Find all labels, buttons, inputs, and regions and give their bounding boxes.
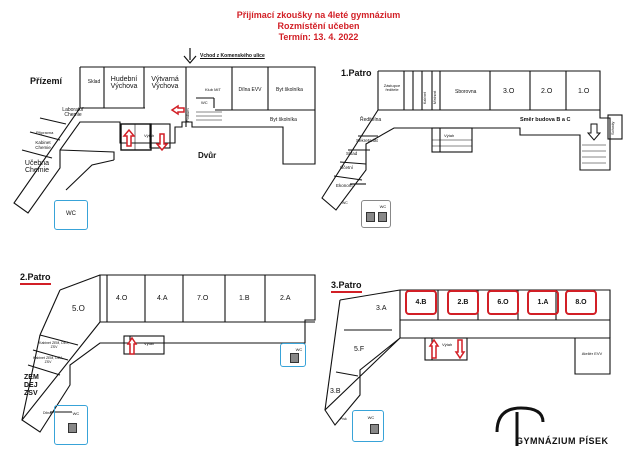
logo-text: GYMNÁZIUM PÍSEK [516, 436, 609, 446]
room-vytah-ground: Výtah [144, 133, 155, 138]
room-hudebni-vychova: Hudební Výchova [110, 76, 138, 91]
room-6o: 6.O [487, 290, 519, 315]
room-pripravna: Přípravna [36, 130, 54, 135]
room-zastupce-reditele: Zástupce ředitele [383, 83, 401, 93]
direction-label: Směr budova B a C [520, 117, 571, 123]
wc-first-label: WC [379, 204, 387, 209]
room-stairs-first: Schody [610, 121, 615, 135]
room-2o: 2.O [541, 88, 553, 95]
room-reditelna: Ředitelna [360, 117, 382, 123]
room-zem-dej-zsv: ZEM DEJ ZSV [24, 374, 39, 398]
room-4a: 4.A [157, 295, 168, 302]
room-klub-mit: Klub MiT [205, 87, 221, 92]
wc-second-left-label: WC [72, 411, 80, 416]
room-laborator-chemie: Laboratoř Chemie [62, 107, 84, 119]
room-4o: 4.O [116, 295, 128, 302]
third-floor-title: 3.Patro [331, 280, 362, 293]
room-mistnost-1: Místnost [433, 90, 437, 104]
header-date: Termín: 13. 4. 2022 [278, 32, 359, 42]
room-kabinet-chemie: Kabinet Chemie [35, 140, 51, 150]
wc-second-right-icon [290, 353, 299, 363]
room-sborovna: Sborovna [455, 89, 477, 95]
red-arrow-icons [122, 104, 466, 360]
ground-floor-title: Přízemí [30, 76, 63, 86]
room-wc-tiny-first: WC [342, 201, 348, 205]
wc-ground: WC [54, 200, 88, 230]
first-floor-title: 1.Patro [341, 68, 372, 78]
direction-arrow-icon [586, 123, 602, 141]
room-sklad-1: Sklad [346, 151, 358, 156]
wc-second-right-label: WC [295, 347, 303, 352]
room-4b: 4.B [405, 290, 437, 315]
ground-outline [13, 66, 316, 214]
room-vytah-second: Výtah [144, 341, 155, 346]
room-dilna-evv: Dílna EVV [238, 87, 262, 93]
wc-third-label: WC [367, 415, 375, 420]
room-8o: 8.O [565, 290, 597, 315]
wc-second-left-icon [68, 423, 77, 433]
room-podium: Pódium [185, 108, 190, 122]
room-kabinet-zem-1: Kabinet ZEM, DEJ, ZSV [39, 341, 69, 349]
first-outline [321, 70, 611, 211]
wc-first-icon-2 [378, 212, 387, 222]
room-ucebna-chemie: Učebna Chemie [24, 160, 50, 175]
room-sekretariat: Sekretariát [356, 138, 378, 143]
third-outline [324, 290, 611, 426]
wc-ground-label: WC [66, 211, 76, 217]
room-2b: 2.B [447, 290, 479, 315]
gymnazium-pisek-logo-icon [495, 406, 545, 446]
entrance-label: Vchod z Komenského ulice [200, 53, 265, 59]
header-title: Přijímací zkoušky na 4leté gymnázium [236, 10, 401, 20]
room-3o: 3.O [503, 88, 515, 95]
room-pisk: Písk [340, 417, 347, 421]
room-wc-small: WC [201, 100, 208, 105]
header-subtitle: Rozmístění učeben [277, 21, 360, 31]
room-1b: 1.B [239, 295, 250, 302]
wc-first: WC [361, 200, 391, 228]
room-1a: 1.A [527, 290, 559, 315]
wc-second-left: WC [54, 405, 88, 445]
room-7o: 7.O [197, 295, 209, 302]
room-3a: 3.A [376, 305, 387, 312]
entrance-arrow-icon [183, 48, 197, 64]
room-kabinet-1: Kabinet [423, 92, 427, 104]
wc-second-right: WC [280, 343, 306, 367]
room-byt-skolnika-1: Byt školníka [276, 87, 303, 93]
wc-third: WC [352, 410, 384, 442]
second-floor-title: 2.Patro [20, 272, 51, 285]
room-sklad: Sklad [87, 79, 101, 85]
room-1o: 1.O [578, 88, 590, 95]
room-3b: 3.B [330, 388, 341, 395]
room-vytvarna-vychova: Výtvarná Výchova [151, 76, 179, 91]
room-dilna-second: Dílna [43, 411, 52, 415]
room-ekonom: Ekonom [336, 183, 353, 188]
room-5o: 5.O [72, 304, 85, 313]
room-kabinet-zem-2: Kabinet ZEM, DEJ, ZSV [33, 356, 63, 364]
room-atelier-evv: Ateliér EVV [581, 351, 603, 356]
wc-third-icon [370, 424, 379, 434]
room-2a: 2.A [280, 295, 291, 302]
room-ucetni: Účetní [340, 165, 354, 170]
wc-first-icon [366, 212, 375, 222]
room-vytah-third: Výtah [442, 342, 453, 347]
room-byt-skolnika-2: Byt školníka [270, 117, 297, 123]
room-5f: 5.F [354, 346, 365, 353]
room-dvur: Dvůr [198, 151, 217, 160]
room-vytah-first: Výtah [444, 133, 455, 138]
